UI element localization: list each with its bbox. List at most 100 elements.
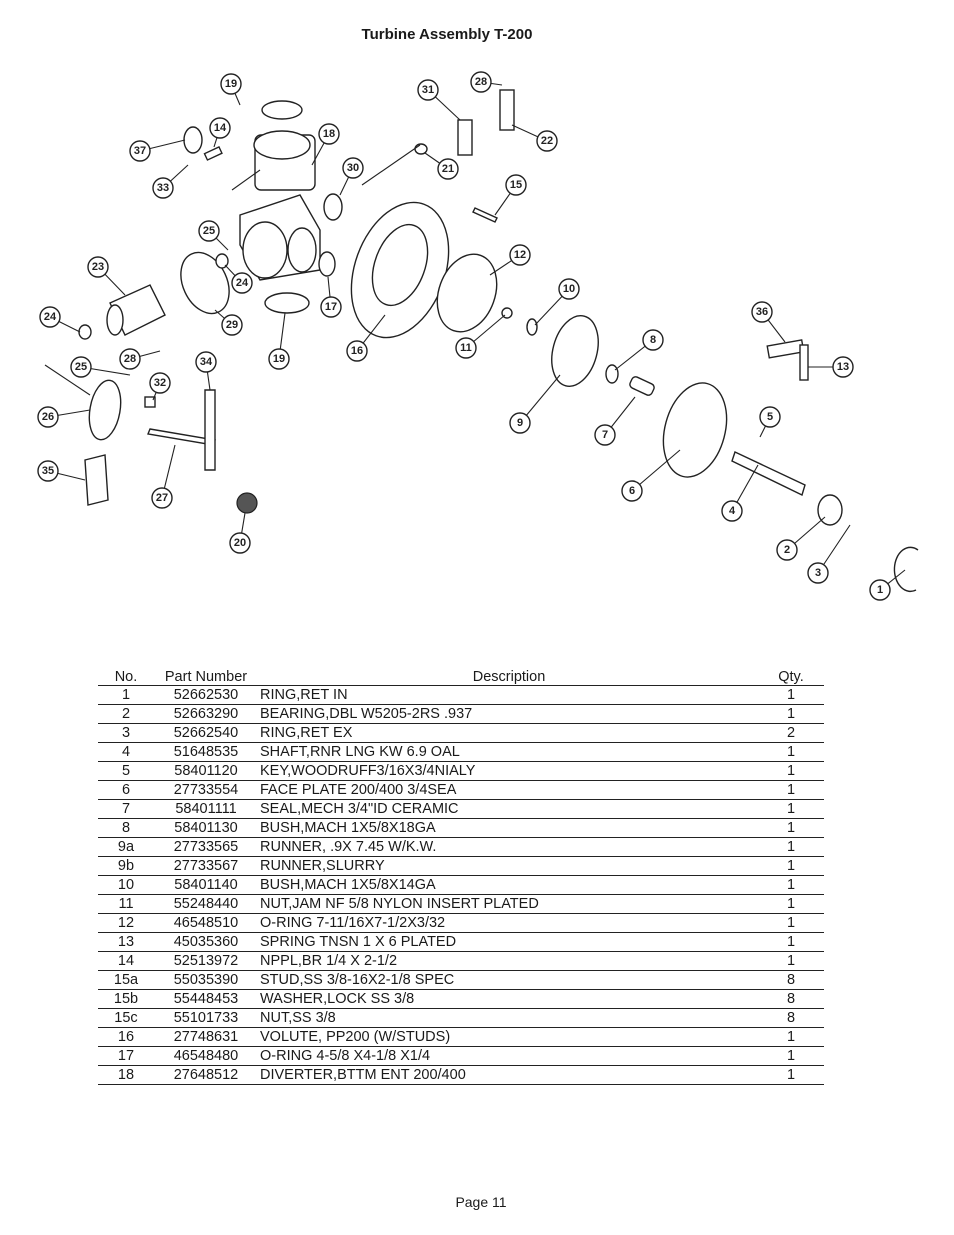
cell-qty: 1 bbox=[758, 837, 824, 857]
callout-14: 14 bbox=[209, 117, 231, 139]
cell-no: 7 bbox=[98, 799, 154, 819]
callout-37: 37 bbox=[129, 140, 151, 162]
cell-description: SHAFT,RNR LNG KW 6.9 OAL bbox=[258, 742, 758, 762]
callout-13: 13 bbox=[832, 356, 854, 378]
fitting-21 bbox=[414, 143, 428, 155]
cell-part-number: 55101733 bbox=[154, 1008, 258, 1028]
cell-no: 15b bbox=[98, 989, 154, 1009]
callout-label: 19 bbox=[273, 353, 285, 365]
callout-label: 10 bbox=[563, 283, 575, 295]
cell-description: O-RING 7-11/16X7-1/2X3/32 bbox=[258, 913, 758, 933]
cell-no: 8 bbox=[98, 818, 154, 838]
cell-description: BUSH,MACH 1X5/8X14GA bbox=[258, 875, 758, 895]
callout-12: 12 bbox=[509, 244, 531, 266]
cell-qty: 1 bbox=[758, 742, 824, 762]
callout-1: 1 bbox=[869, 579, 891, 601]
callout-label: 30 bbox=[347, 162, 359, 174]
cell-part-number: 27733567 bbox=[154, 856, 258, 876]
callout-label: 19 bbox=[225, 78, 237, 90]
cell-description: VOLUTE, PP200 (W/STUDS) bbox=[258, 1027, 758, 1047]
cell-part-number: 52662540 bbox=[154, 723, 258, 743]
o-ring-19-top bbox=[261, 100, 303, 120]
cell-qty: 1 bbox=[758, 1065, 824, 1085]
cell-qty: 1 bbox=[758, 951, 824, 971]
bracket-35 bbox=[84, 454, 109, 506]
callout-label: 3 bbox=[815, 567, 821, 579]
callout-label: 8 bbox=[650, 334, 656, 346]
callout-17: 17 bbox=[320, 296, 342, 318]
cell-part-number: 27748631 bbox=[154, 1027, 258, 1047]
cell-no: 9a bbox=[98, 837, 154, 857]
cell-part-number: 55448453 bbox=[154, 989, 258, 1009]
callout-24: 24 bbox=[39, 306, 61, 328]
callout-label: 13 bbox=[837, 361, 849, 373]
cell-description: KEY,WOODRUFF3/16X3/4NIALY bbox=[258, 761, 758, 781]
cell-part-number: 27648512 bbox=[154, 1065, 258, 1085]
cell-no: 13 bbox=[98, 932, 154, 952]
callout-16: 16 bbox=[346, 340, 368, 362]
cell-no: 15c bbox=[98, 1008, 154, 1028]
o-ring-29 bbox=[180, 251, 230, 315]
callout-7: 7 bbox=[594, 424, 616, 446]
callout-label: 28 bbox=[475, 76, 487, 88]
connector-24-right bbox=[215, 253, 229, 269]
callout-28: 28 bbox=[470, 71, 492, 93]
cell-part-number: 46548510 bbox=[154, 913, 258, 933]
cell-no: 15a bbox=[98, 970, 154, 990]
cell-no: 14 bbox=[98, 951, 154, 971]
callout-25: 25 bbox=[70, 356, 92, 378]
gauge bbox=[183, 126, 203, 154]
cell-qty: 1 bbox=[758, 913, 824, 933]
cell-part-number: 52663290 bbox=[154, 704, 258, 724]
callout-26: 26 bbox=[37, 406, 59, 428]
cell-description: WASHER,LOCK SS 3/8 bbox=[258, 989, 758, 1009]
leader-lines bbox=[44, 81, 906, 591]
cell-qty: 1 bbox=[758, 1027, 824, 1047]
callout-2: 2 bbox=[776, 539, 798, 561]
cell-part-number: 58401120 bbox=[154, 761, 258, 781]
callout-label: 24 bbox=[236, 277, 249, 289]
cell-no: 9b bbox=[98, 856, 154, 876]
cell-qty: 1 bbox=[758, 761, 824, 781]
o-ring-17 bbox=[318, 251, 336, 277]
cell-no: 5 bbox=[98, 761, 154, 781]
cell-description: BUSH,MACH 1X5/8X18GA bbox=[258, 818, 758, 838]
callout-label: 25 bbox=[203, 225, 215, 237]
cell-description: SEAL,MECH 3/4"ID CERAMIC bbox=[258, 799, 758, 819]
callout-group: 1234567891011121314151617181919202122232… bbox=[37, 71, 891, 601]
page-title: Turbine Assembly T-200 bbox=[361, 26, 533, 43]
o-ring-19-bottom bbox=[264, 292, 310, 314]
cell-no: 3 bbox=[98, 723, 154, 743]
callout-label: 2 bbox=[784, 544, 790, 556]
callout-label: 31 bbox=[422, 84, 434, 96]
cell-no: 18 bbox=[98, 1065, 154, 1085]
header-qty: Qty. bbox=[758, 665, 824, 686]
volute-eye bbox=[371, 223, 429, 307]
callout-label: 22 bbox=[541, 135, 553, 147]
connector-24-left bbox=[78, 324, 92, 340]
nipple bbox=[203, 145, 223, 161]
callout-label: 21 bbox=[442, 163, 454, 175]
cell-part-number: 46548480 bbox=[154, 1046, 258, 1066]
cell-qty: 1 bbox=[758, 932, 824, 952]
callout-label: 12 bbox=[514, 249, 526, 261]
cell-part-number: 55248440 bbox=[154, 894, 258, 914]
callout-8: 8 bbox=[642, 329, 664, 351]
cell-part-number: 27733554 bbox=[154, 780, 258, 800]
diverter-port bbox=[242, 221, 288, 279]
callout-label: 5 bbox=[767, 411, 773, 423]
header-description: Description bbox=[258, 665, 758, 686]
callout-label: 15 bbox=[510, 179, 522, 191]
cell-description: RUNNER, .9X 7.45 W/K.W. bbox=[258, 837, 758, 857]
